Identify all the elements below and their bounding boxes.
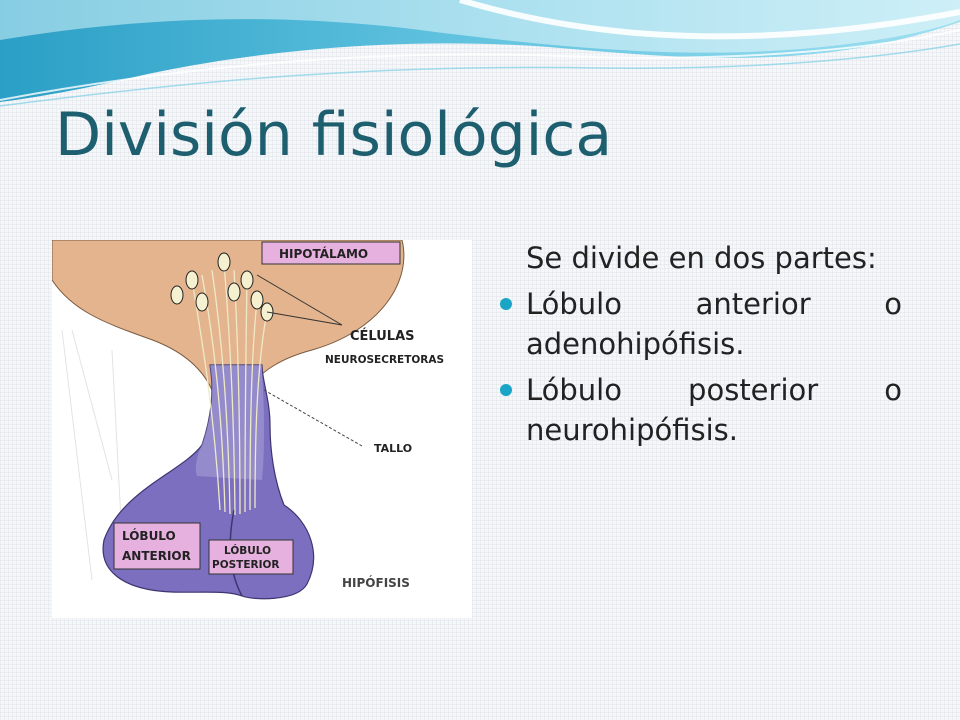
label-hipofisis: HIPÓFISIS [342, 575, 410, 590]
pituitary-diagram: HIPOTÁLAMO CÉLULAS NEUROSECRETORAS TALLO… [52, 240, 472, 618]
intro-paragraph: Se divide en dos partes: [526, 241, 877, 275]
label-lobulo-anterior-1: LÓBULO [122, 528, 176, 543]
label-lobulo-posterior-2: POSTERIOR [212, 559, 280, 571]
label-hipotalamo: HIPOTÁLAMO [279, 246, 368, 261]
content-text: Se divide en dos partes: Lóbulo anterior… [500, 238, 902, 456]
bullet-dot-icon [500, 384, 512, 396]
bullet-text: Lóbulo posterior o neurohipófisis. [526, 373, 902, 447]
bullet-dot-icon [500, 298, 512, 310]
bullet-text: Lóbulo anterior o adenohipófisis. [526, 287, 902, 361]
slide-title: División fisiológica [55, 100, 613, 170]
label-neurosecretoras: NEUROSECRETORAS [325, 354, 444, 366]
label-tallo: TALLO [374, 442, 412, 455]
label-lobulo-posterior-1: LÓBULO [224, 544, 271, 557]
bullet-item-adenohipofisis: Lóbulo anterior o adenohipófisis. [500, 284, 902, 364]
label-celulas: CÉLULAS [350, 328, 415, 344]
label-lobulo-anterior-2: ANTERIOR [122, 549, 191, 563]
header-wave-decoration [0, 0, 960, 107]
bullet-item-neurohipofisis: Lóbulo posterior o neurohipófisis. [500, 370, 902, 450]
